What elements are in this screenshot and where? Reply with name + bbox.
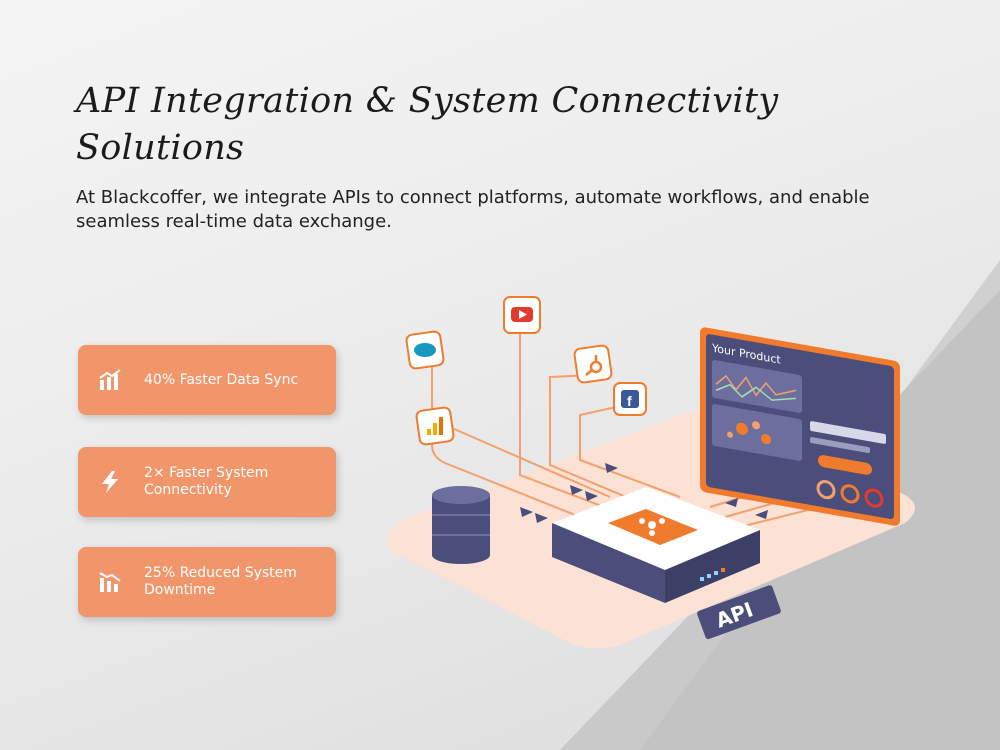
svg-text:f: f [627, 393, 632, 409]
lightning-icon [102, 471, 118, 493]
facebook-icon: f [613, 382, 647, 416]
stat-label: 25% Reduced System Downtime [144, 565, 297, 598]
youtube-icon [503, 296, 541, 334]
stat-label: 2× Faster System Connectivity [144, 465, 269, 498]
google-analytics-icon [415, 406, 455, 446]
stat-card-data-sync: 40% Faster Data Sync [78, 345, 336, 415]
salesforce-icon [405, 330, 445, 370]
stat-card-downtime: 25% Reduced System Downtime [78, 547, 336, 617]
bar-chart-down-icon [99, 572, 121, 592]
api-integration-illustration: f Your Product [387, 296, 915, 649]
bar-chart-up-icon [99, 369, 121, 390]
api-hub [552, 487, 760, 603]
product-dashboard: Your Product [700, 327, 900, 526]
page-subtitle: At Blackcoffer, we integrate APIs to con… [76, 187, 870, 232]
hubspot-icon [573, 344, 613, 384]
arrow-markers [520, 463, 768, 523]
database-icon [432, 486, 490, 564]
stat-card-connectivity: 2× Faster System Connectivity [78, 447, 336, 517]
stat-label: 40% Faster Data Sync [144, 371, 299, 388]
page-title: API Integration & System Connectivity So… [76, 81, 779, 168]
